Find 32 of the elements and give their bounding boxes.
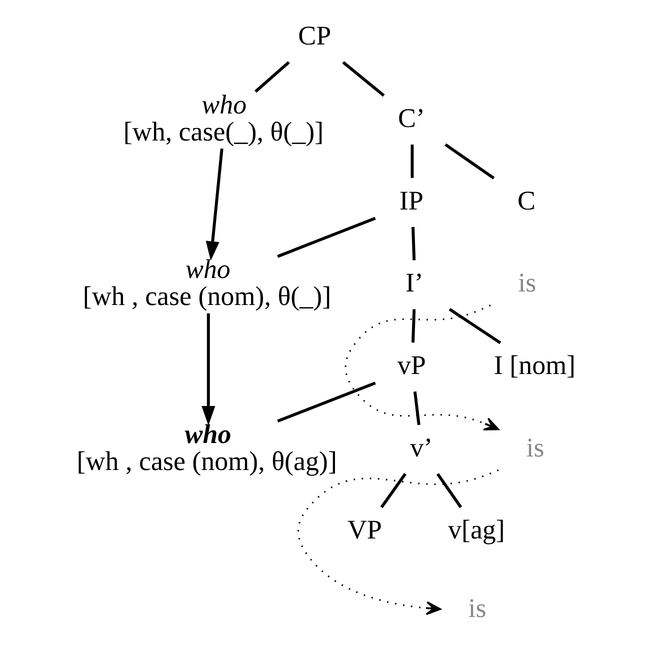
node-text: who [wh, case(_), θ(_)]	[123, 89, 324, 146]
connector	[436, 473, 462, 508]
node-text: C	[517, 185, 536, 216]
node-text: v’	[410, 432, 433, 462]
connector	[444, 143, 495, 180]
connector	[413, 391, 420, 426]
node-text: who [wh , case (nom), θ(ag)]	[76, 418, 337, 476]
connector	[342, 61, 385, 97]
node-text: is	[526, 432, 544, 462]
connector	[277, 382, 376, 423]
node-text: v[ag]	[448, 514, 505, 545]
node-text: VP	[347, 514, 382, 545]
node-text: C’	[398, 102, 426, 133]
node-text: CP	[298, 20, 332, 51]
node-text: I’	[405, 268, 424, 298]
arrow	[344, 304, 500, 430]
node-text: I [nom]	[494, 350, 576, 380]
node-text: IP	[399, 185, 424, 216]
connector	[380, 473, 406, 508]
node-text: is	[468, 592, 486, 623]
connector	[277, 216, 376, 258]
arrow	[206, 148, 224, 261]
connector	[448, 308, 502, 344]
node-text: is	[518, 268, 536, 298]
connector	[412, 226, 416, 260]
arrow	[202, 313, 216, 426]
node-text: vP	[397, 350, 426, 380]
connector	[254, 61, 290, 93]
node-text: who [wh , case (nom), θ(_)]	[82, 254, 332, 312]
connector	[410, 144, 414, 178]
arrow	[298, 469, 499, 615]
connector	[412, 309, 416, 343]
